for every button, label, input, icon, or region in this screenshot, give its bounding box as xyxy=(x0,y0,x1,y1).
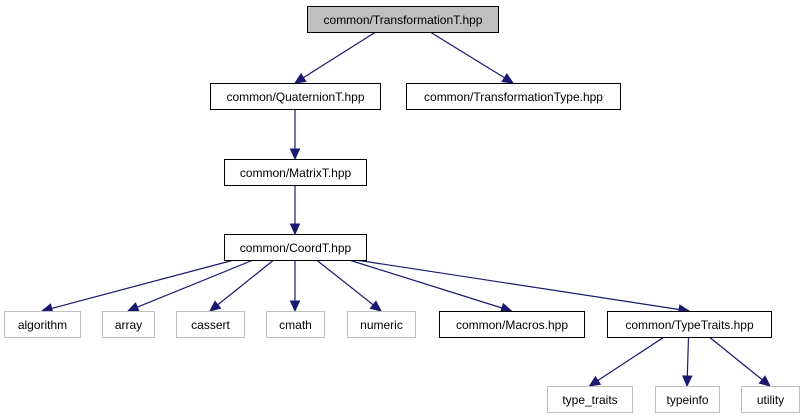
node-cassert: cassert xyxy=(176,311,245,338)
edge-line xyxy=(217,259,275,306)
node-label: type_traits xyxy=(562,393,617,407)
node-box xyxy=(607,311,772,338)
node-label: common/QuaternionT.hpp xyxy=(226,90,364,104)
node-matrix-t[interactable]: common/MatrixT.hpp xyxy=(224,159,367,186)
edge-coord_t-to-cmath xyxy=(289,260,301,313)
node-label: common/TransformationT.hpp xyxy=(324,13,483,27)
node-algorithm: algorithm xyxy=(4,311,81,338)
node-typeinfo: typeinfo xyxy=(655,386,720,413)
edge-type_traits_hpp-to-utility xyxy=(708,336,771,387)
edge-line xyxy=(316,259,374,306)
edge-transformation_t-to-transformation_type xyxy=(429,31,515,84)
node-array: array xyxy=(102,311,155,338)
node-label: common/CoordT.hpp xyxy=(240,241,352,255)
node-label: utility xyxy=(757,393,784,407)
arrowhead-icon xyxy=(289,148,301,161)
arrowhead-icon xyxy=(289,300,301,313)
edge-coord_t-to-algorithm xyxy=(40,259,235,314)
arrowhead-icon xyxy=(369,300,382,312)
edge-line xyxy=(686,336,690,377)
node-cmath: cmath xyxy=(266,311,325,338)
edge-line xyxy=(348,259,503,309)
node-box xyxy=(224,159,367,186)
edge-transformation_t-to-quaternion_t xyxy=(293,31,376,84)
arrowhead-icon xyxy=(588,375,602,387)
node-label: array xyxy=(115,318,142,332)
node-label: common/TypeTraits.hpp xyxy=(625,318,754,332)
node-box xyxy=(266,311,325,338)
node-box xyxy=(176,311,245,338)
node-type-traits-hpp[interactable]: common/TypeTraits.hpp xyxy=(607,311,772,338)
node-box xyxy=(210,83,381,110)
node-label: numeric xyxy=(360,318,403,332)
node-label: typeinfo xyxy=(666,393,708,407)
edge-line xyxy=(51,259,235,310)
edge-line xyxy=(708,336,763,381)
node-label: cassert xyxy=(191,318,230,332)
node-box xyxy=(347,311,416,338)
edge-type_traits_hpp-to-type_traits xyxy=(588,336,665,387)
arrowhead-icon xyxy=(289,223,301,236)
edge-line xyxy=(137,259,254,308)
dependency-nodes: common/TransformationT.hpp common/Quatern… xyxy=(4,6,800,413)
arrowhead-icon xyxy=(293,72,307,84)
arrowhead-icon xyxy=(209,300,222,312)
edge-coord_t-to-array xyxy=(126,259,254,312)
node-box xyxy=(102,311,155,338)
node-box xyxy=(406,83,621,110)
dependency-edges xyxy=(40,31,771,388)
node-label: common/MatrixT.hpp xyxy=(240,166,352,180)
node-box xyxy=(655,386,720,413)
node-numeric: numeric xyxy=(347,311,416,338)
edge-quaternion_t-to-matrix_t xyxy=(289,109,301,161)
arrowhead-icon xyxy=(758,375,771,387)
node-box xyxy=(224,234,367,261)
node-box xyxy=(307,6,499,33)
node-transformation-t: common/TransformationT.hpp xyxy=(307,6,499,33)
edge-line xyxy=(597,336,665,382)
edge-coord_t-to-type_traits_hpp xyxy=(355,259,691,315)
node-box xyxy=(4,311,81,338)
node-label: common/TransformationType.hpp xyxy=(424,90,603,104)
node-quaternion-t[interactable]: common/QuaternionT.hpp xyxy=(210,83,381,110)
edge-matrix_t-to-coord_t xyxy=(289,185,301,236)
node-coord-t[interactable]: common/CoordT.hpp xyxy=(224,234,367,261)
arrowhead-icon xyxy=(501,73,515,84)
edge-line xyxy=(303,31,376,79)
edge-coord_t-to-numeric xyxy=(316,259,382,312)
edge-coord_t-to-cassert xyxy=(209,259,275,312)
node-label: cmath xyxy=(279,318,312,332)
edge-line xyxy=(355,259,680,311)
node-box xyxy=(439,311,585,338)
node-label: common/Macros.hpp xyxy=(456,318,568,332)
node-box xyxy=(547,386,633,413)
node-box xyxy=(741,386,800,413)
node-label: algorithm xyxy=(18,318,67,332)
arrowhead-icon xyxy=(126,302,140,312)
node-macros[interactable]: common/Macros.hpp xyxy=(439,311,585,338)
node-type-traits: type_traits xyxy=(547,386,633,413)
edge-type_traits_hpp-to-typeinfo xyxy=(682,336,693,388)
arrowhead-icon xyxy=(682,375,693,388)
node-utility: utility xyxy=(741,386,800,413)
node-transformation-type[interactable]: common/TransformationType.hpp xyxy=(406,83,621,110)
edge-line xyxy=(429,31,505,79)
